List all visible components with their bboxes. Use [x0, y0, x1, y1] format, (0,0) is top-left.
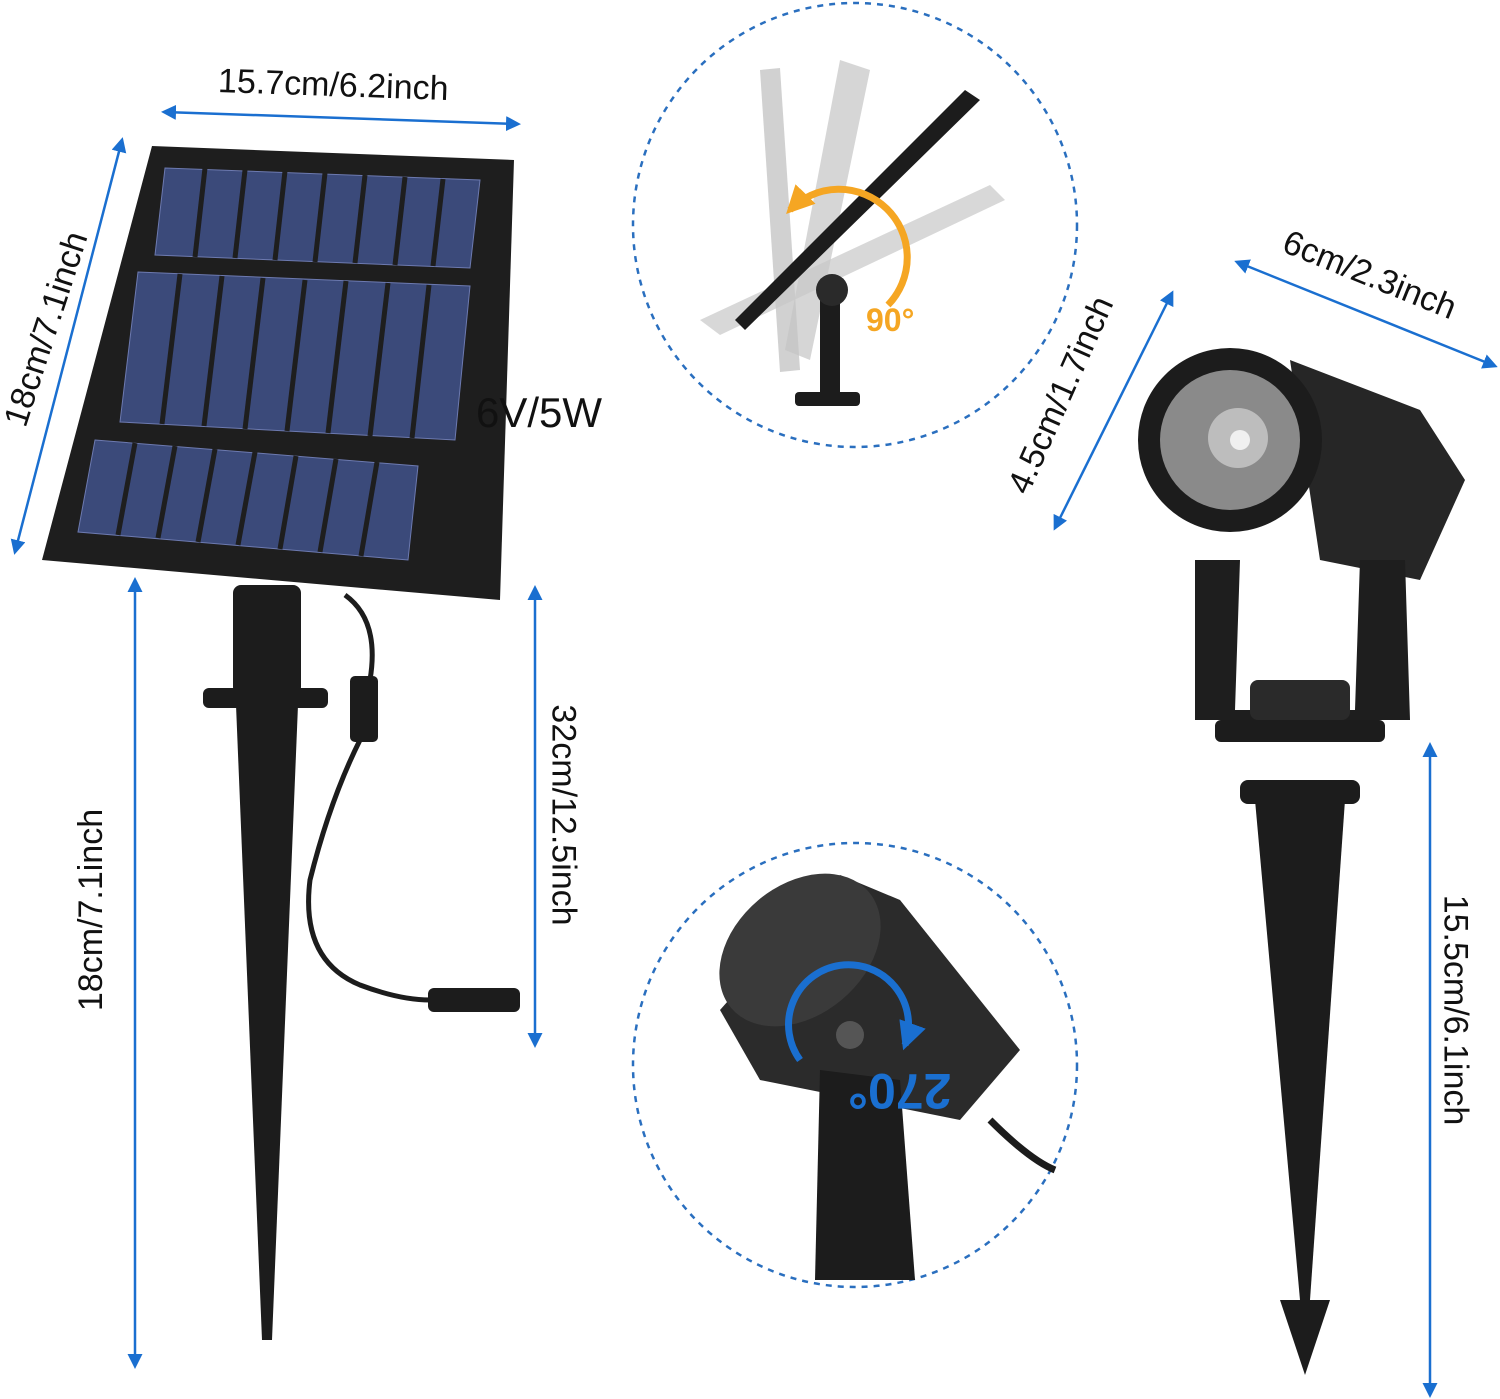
dimension-arrows	[10, 104, 1498, 1398]
panel-width-label: 15.7cm/6.2inch	[217, 61, 450, 109]
rotation-angle-label: 270°	[848, 1063, 952, 1119]
solar-panel	[42, 146, 514, 600]
panel-stake	[203, 585, 328, 1340]
spotlight-width-arrow	[1234, 259, 1498, 369]
rotation-detail-circle	[631, 841, 1079, 1289]
cable-connector	[350, 676, 378, 742]
panel-rating-label: 6V/5W	[476, 389, 603, 436]
dc-plug	[428, 988, 520, 1012]
rotation-arrow-icon	[785, 961, 926, 1063]
panel-cable	[306, 592, 431, 1003]
tilt-arrow-icon	[786, 184, 911, 308]
spotlight	[1138, 348, 1465, 1375]
spotlight-height-label: 15.5cm/6.1inch	[1436, 894, 1475, 1126]
cable-length-label: 32cm/12.5inch	[544, 704, 583, 926]
tilt-angle-label: 90°	[866, 302, 915, 338]
panel-width-arrow	[161, 104, 521, 132]
tilt-detail-circle	[631, 1, 1079, 449]
panel-height-arrow	[10, 137, 127, 555]
spotlight-head-arrow	[1053, 290, 1174, 531]
panel-tilt-illustration	[700, 60, 1005, 406]
head-rotation-illustration	[719, 873, 1057, 1280]
stake-height-label: 18cm/7.1inch	[72, 808, 111, 1012]
